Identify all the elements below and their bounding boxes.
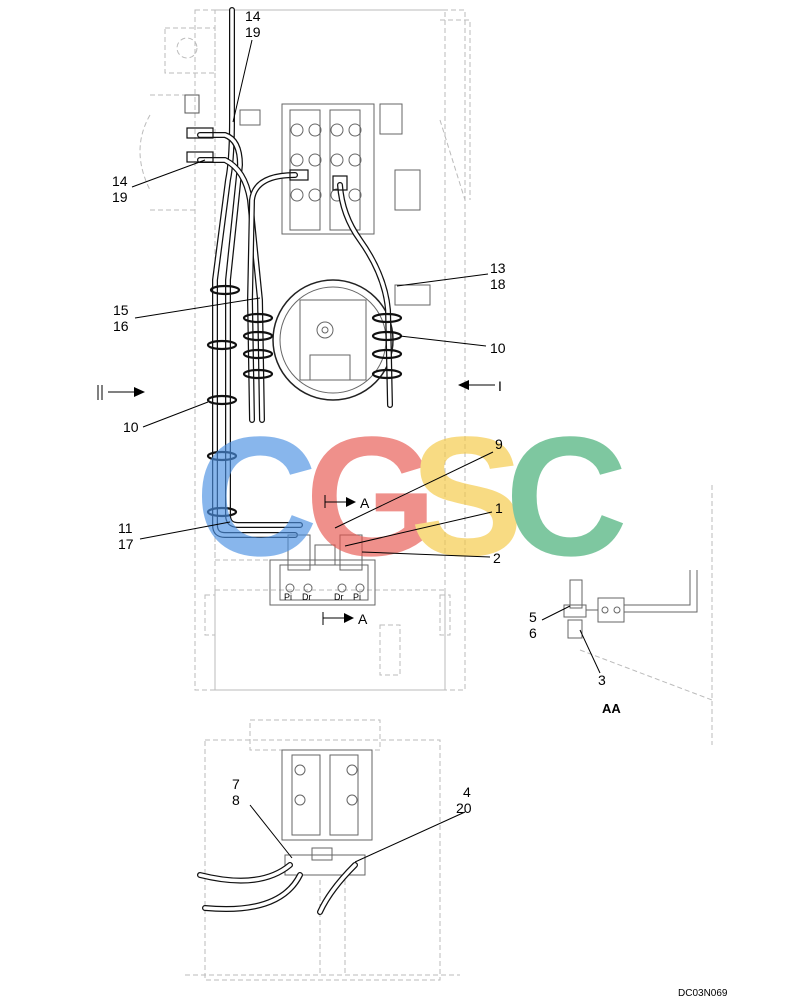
swing-motor [272,279,431,401]
section-mark-right: I [498,378,502,394]
section-mark-left: I [96,397,97,399]
callout-17: 17 [118,536,134,552]
watermark-letter-c2: C [505,402,628,592]
port-label-pi-left: Pi [284,592,292,602]
callout-5: 5 [529,609,537,625]
callout-10-left: 10 [123,419,139,435]
hose-fittings-top [184,94,348,191]
callout-13: 13 [490,260,506,276]
callout-9: 9 [495,436,503,452]
pilot-valve-block: Pi Dr Dr Pi [269,534,376,606]
callout-1: 1 [495,500,503,516]
section-mark-upper-a: A [360,495,370,511]
callout-18: 18 [490,276,506,292]
port-label-pi-right: Pi [353,592,361,602]
callout-14-top: 14 [245,8,261,24]
callout-6: 6 [529,625,537,641]
detail-aa-view: AA [563,570,698,716]
callout-20: 20 [456,800,472,816]
hose-bundle-left [197,7,393,538]
port-label-dr-left: Dr [302,592,312,602]
section-mark-lower-a: A [358,611,368,627]
port-label-dr-right: Dr [334,592,344,602]
callout-10-right: 10 [490,340,506,356]
hose-clamps [206,284,403,518]
callout-16: 16 [113,318,129,334]
watermark-cgsc: C G S C [195,402,628,592]
lower-view [197,749,373,915]
drawing-code: DC03N069 [678,988,728,999]
watermark-letter-g: G [305,402,437,592]
callout-8: 8 [232,792,240,808]
callout-3: 3 [598,672,606,688]
callout-2: 2 [493,550,501,566]
watermark-letter-s: S [410,402,523,592]
callout-15: 15 [113,302,129,318]
control-valve-block [239,103,421,235]
callout-19-top: 19 [245,24,261,40]
callout-14-left: 14 [112,173,128,189]
callout-4: 4 [463,784,471,800]
callout-7: 7 [232,776,240,792]
watermark-letter-c1: C [195,402,318,592]
callout-19-left: 19 [112,189,128,205]
detail-title: AA [602,701,621,716]
callouts: 14 19 14 19 15 16 10 13 18 10 9 1 2 11 1… [112,8,606,863]
callout-11: 11 [118,520,133,536]
section-markers: I I A A [96,378,502,627]
